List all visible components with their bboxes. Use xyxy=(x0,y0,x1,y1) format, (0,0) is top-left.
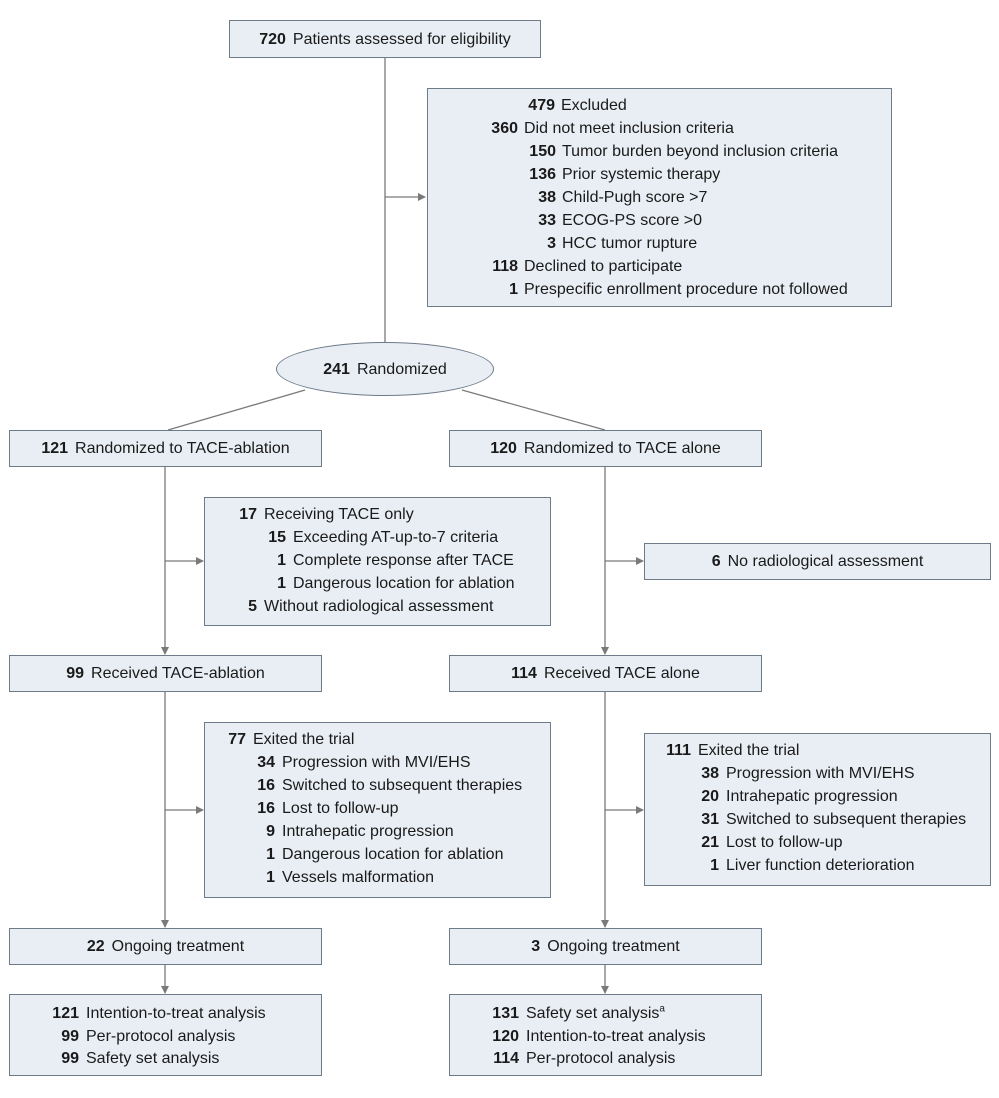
left-received-box: 99 Received TACE-ablation xyxy=(9,655,322,692)
left-arm-label: Randomized to TACE-ablation xyxy=(75,440,290,457)
randomized-count: 241 xyxy=(323,360,350,378)
right-ongoing-label: Ongoing treatment xyxy=(547,938,680,955)
right-received-label: Received TACE alone xyxy=(543,665,700,682)
no-assessment-count: 6 xyxy=(711,553,721,570)
assessed-label: Patients assessed for eligibility xyxy=(292,30,511,48)
left-arm-box: 121 Randomized to TACE-ablation xyxy=(9,430,322,467)
assessed-count: 720 xyxy=(259,30,286,48)
right-arm-label: Randomized to TACE alone xyxy=(523,440,721,457)
right-received-box: 114 Received TACE alone xyxy=(449,655,762,692)
left-ongoing-label: Ongoing treatment xyxy=(111,938,245,955)
no-assessment-box: 6 No radiological assessment xyxy=(644,543,991,580)
right-ongoing-box: 3 Ongoing treatment xyxy=(449,928,762,965)
line-randomized-to-right-arm xyxy=(461,389,606,431)
right-ongoing-count: 3 xyxy=(531,938,541,955)
right-received-count: 114 xyxy=(511,665,537,682)
randomized-label: Randomized xyxy=(356,360,447,378)
left-ongoing-count: 22 xyxy=(86,938,105,955)
left-arm-count: 121 xyxy=(41,440,69,457)
right-arm-box: 120 Randomized to TACE alone xyxy=(449,430,762,467)
right-arm-count: 120 xyxy=(490,440,517,457)
left-ongoing-box: 22 Ongoing treatment xyxy=(9,928,322,965)
assessed-box: 720 Patients assessed for eligibility xyxy=(229,20,541,58)
left-received-count: 99 xyxy=(66,665,85,682)
left-received-label: Received TACE-ablation xyxy=(91,665,265,682)
footnote-marker: a xyxy=(659,1003,665,1015)
line-randomized-to-left-arm xyxy=(167,389,306,431)
no-assessment-label: No radiological assessment xyxy=(727,553,924,570)
randomized-ellipse: 241 Randomized xyxy=(276,342,494,396)
